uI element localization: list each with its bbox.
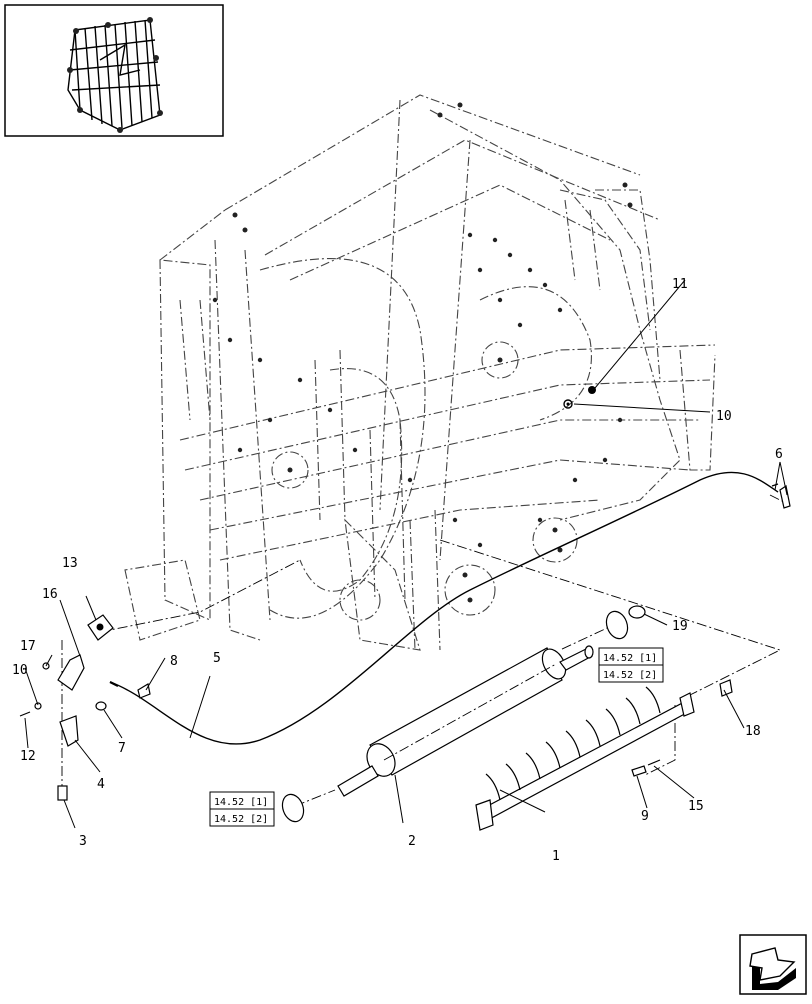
callout-2: 2	[408, 834, 416, 849]
callout-1: 1	[552, 849, 560, 864]
callout-18: 18	[745, 724, 761, 739]
callout-8: 8	[170, 654, 178, 669]
callout-11: 11	[672, 277, 688, 292]
ref-box-left[interactable]: 14.52 [1] 14.52 [2]	[209, 791, 275, 827]
callout-10-left: 10	[12, 663, 28, 678]
cable-part-5	[109, 471, 779, 745]
callout-13: 13	[62, 556, 78, 571]
callout-4: 4	[97, 777, 105, 792]
leader-lines	[24, 279, 788, 829]
callout-7: 7	[118, 741, 126, 756]
callout-labels: 1 2 3 4 5 6 7 8 9 10 10 11 12 13 15 16 1…	[12, 277, 783, 864]
next-page-arrow-icon[interactable]	[739, 934, 807, 995]
callout-5: 5	[213, 651, 221, 666]
ref-box-right[interactable]: 14.52 [1] 14.52 [2]	[598, 647, 664, 683]
callout-15: 15	[688, 799, 704, 814]
left-hardware	[19, 614, 151, 801]
bearing-discs	[281, 605, 646, 823]
callout-17: 17	[20, 639, 36, 654]
ref-link-right-2[interactable]: 14.52 [2]	[603, 670, 657, 681]
frame-holes	[212, 102, 633, 603]
callout-12: 12	[20, 749, 36, 764]
right-hardware	[563, 386, 791, 777]
callout-19: 19	[672, 619, 688, 634]
callout-16: 16	[42, 587, 58, 602]
baler-overview-thumbnail	[4, 4, 224, 137]
ref-link-right-1[interactable]: 14.52 [1]	[603, 653, 657, 664]
roller-part-2	[337, 645, 594, 797]
tine-bar-part-1	[475, 686, 695, 831]
callout-10-right: 10	[716, 409, 732, 424]
callout-9: 9	[641, 809, 649, 824]
baler-frame	[124, 94, 716, 651]
callout-3: 3	[79, 834, 87, 849]
ref-link-left-2[interactable]: 14.52 [2]	[214, 814, 268, 825]
ref-link-left-1[interactable]: 14.52 [1]	[214, 797, 268, 808]
assembly-lines	[61, 494, 791, 807]
callout-6: 6	[775, 447, 783, 462]
